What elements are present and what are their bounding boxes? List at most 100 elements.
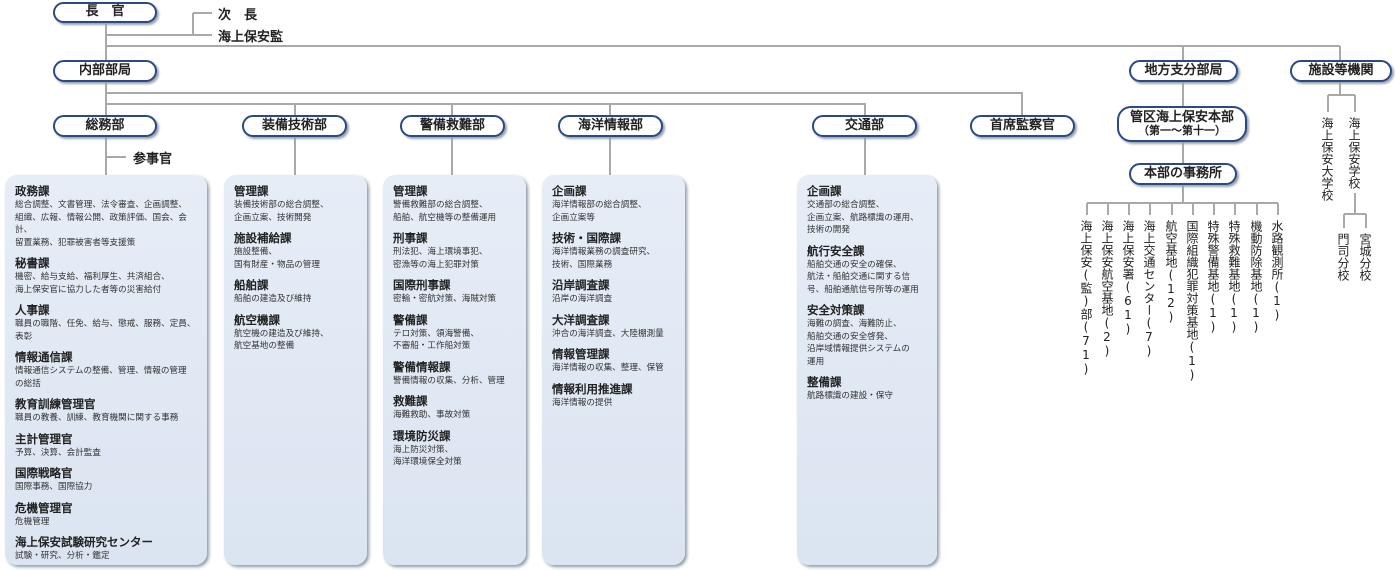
section-description: 職員の教養、訓練、教育機関に関する事務 [15, 413, 179, 423]
hq-offices-label: 本部の事務所 [1143, 165, 1222, 181]
facilities-node: 施設等機関 [1290, 60, 1392, 82]
section-item: 教育訓練管理官職員の教養、訓練、教育機関に関する事務 [15, 397, 199, 425]
section-description: 海洋情報業務の調査研究、 技術、国際業務 [552, 247, 656, 270]
section-item: 人事課職員の職階、任免、給与、懲戒、服務、定員、表彰 [15, 303, 199, 343]
section-title: 危機管理官 [15, 500, 73, 515]
section-item: 危機管理官危機管理 [15, 501, 199, 529]
branch-label: 門司分校 [1336, 233, 1350, 281]
department-node: 首席監察官 [970, 115, 1075, 137]
regional-hq-node: 管区海上保安本部 （第一～第十一） [1117, 106, 1247, 142]
section-title: 救難課 [393, 394, 428, 408]
section-title: 安全対策課 [807, 303, 865, 317]
section-description: 装備技術部の総合調整、 企画立案、技術開発 [234, 200, 329, 223]
section-description: 刑法犯、海上環境事犯、 密漁等の海上犯罪対策 [393, 247, 488, 270]
section-item: 国際戦略官国際事務、国際協力 [15, 466, 199, 494]
chief-label: 長 官 [85, 4, 125, 20]
section-item: 航行安全課船舶交通の安全の確保、 航法・船舶交通に関する信 号、船舶通航信号所等… [807, 244, 929, 297]
section-item: 技術・国際課海洋情報業務の調査研究、 技術、国際業務 [552, 231, 677, 271]
section-title: 沿岸調査課 [552, 278, 610, 292]
department-sections-box: 政務課総合調整、文書管理、法令審査、企画調整、 組織、広報、情報公開、政策評価、… [5, 175, 207, 565]
section-item: 企画課海洋情報部の総合調整、 企画立案等 [552, 184, 677, 224]
branch-label: 宮城分校 [1358, 233, 1372, 281]
section-title: 人事課 [15, 303, 50, 317]
section-item: 環境防災課海上防災対策、 海洋環境保全対策 [393, 429, 518, 469]
department-name: 交通部 [844, 117, 884, 133]
office-label: 特殊救難基地(1) [1227, 220, 1241, 334]
department-node: 装備技術部 [242, 115, 347, 137]
section-item: 刑事課刑法犯、海上環境事犯、 密漁等の海上犯罪対策 [393, 231, 518, 271]
department-sections-box: 企画課海洋情報部の総合調整、 企画立案等技術・国際課海洋情報業務の調査研究、 技… [542, 175, 685, 565]
section-description: 危機管理 [15, 516, 50, 527]
department-name: 警備救難部 [419, 117, 485, 133]
section-title: 情報通信課 [15, 350, 73, 364]
office-label: 国際組織犯罪対策基地(1) [1185, 220, 1199, 382]
section-title: 船舶課 [234, 278, 269, 292]
section-description: 海上防災対策、 海洋環境保全対策 [393, 444, 462, 468]
office-label: 海上交通センター(7) [1142, 220, 1156, 358]
section-item: 海上保安試験研究センター試験・研究、分析・鑑定 [15, 535, 199, 563]
section-title: 施設補給課 [234, 231, 292, 245]
section-item: 沿岸調査課沿岸の海洋調査 [552, 278, 677, 306]
section-item: 整備課航路標識の建設・保守 [807, 375, 929, 403]
office-label: 特殊警備基地(1) [1206, 220, 1220, 334]
section-description: 海洋情報の収集、整理、保管 [552, 363, 664, 373]
section-title: 環境防災課 [393, 428, 451, 443]
department-sections-box: 企画課交通部の総合調整、 企画立案、航路標識の運用、 技術の開発航行安全課船舶交… [797, 175, 937, 565]
section-item: 国際刑事課密輸・密航対策、海賊対策 [393, 278, 518, 306]
office-label: 航空基地(12) [1164, 220, 1178, 324]
section-description: 施設整備、 国有財産・物品の管理 [234, 247, 320, 270]
section-title: 企画課 [807, 184, 842, 198]
office-label: 海上保安航空基地(2) [1100, 220, 1114, 358]
section-title: 企画課 [552, 184, 587, 198]
section-description: 職員の職階、任免、給与、懲戒、服務、定員、表彰 [15, 319, 196, 342]
academy-label: 海上保安大学校 [1320, 117, 1334, 201]
section-title: 航空機課 [234, 312, 280, 327]
section-item: 安全対策課海難の調査、海難防止、 船舶交通の安全啓発、 沿岸域情報提供システムの… [807, 303, 929, 368]
section-title: 警備情報課 [393, 359, 451, 374]
regional-bureaus-label: 地方支分部局 [1144, 62, 1223, 78]
section-description: 沿岸の海洋調査 [552, 294, 613, 304]
section-item: 救難課海難救助、事故対策 [393, 394, 518, 422]
school-label: 海上保安学校 [1347, 117, 1361, 189]
section-title: 整備課 [807, 375, 842, 389]
section-title: 管理課 [234, 184, 269, 198]
section-title: 国際刑事課 [393, 278, 451, 292]
department-node: 海洋情報部 [558, 115, 663, 137]
section-description: 船舶の建造及び維持 [234, 294, 312, 304]
section-title: 技術・国際課 [552, 231, 621, 245]
section-item: 企画課交通部の総合調整、 企画立案、航路標識の運用、 技術の開発 [807, 184, 929, 237]
facilities-label: 施設等機関 [1308, 62, 1374, 78]
section-item: 大洋調査課沖合の海洋調査、大陸棚測量 [552, 313, 677, 341]
section-title: 秘書課 [15, 256, 50, 270]
section-description: 予算、決算、会計監査 [15, 447, 101, 458]
department-node: 総務部 [53, 115, 157, 137]
section-item: 警備情報課警備情報の収集、分析、管理 [393, 360, 518, 388]
section-description: 船舶交通の安全の確保、 航法・船舶交通に関する信 号、船舶通航信号所等の運用 [807, 259, 919, 295]
section-title: 情報利用推進課 [552, 381, 633, 396]
section-item: 政務課総合調整、文書管理、法令審査、企画調整、 組織、広報、情報公開、政策評価、… [15, 184, 199, 249]
section-item: 情報利用推進課海洋情報の提供 [552, 382, 677, 410]
internal-bureaus-label: 内部部局 [78, 62, 131, 78]
office-label: 機動防除基地(1) [1249, 220, 1263, 334]
department-name: 首席監察官 [989, 117, 1055, 133]
section-description: 海洋情報の提供 [552, 397, 613, 408]
councilor-label: 参事官 [133, 152, 173, 167]
section-title: 管理課 [393, 184, 428, 198]
regional-bureaus-node: 地方支分部局 [1129, 60, 1238, 82]
section-description: 機密、給与支給、福利厚生、共済組合、 海上保安官に協力した者等の災害給付 [15, 272, 170, 295]
department-sections-box: 管理課装備技術部の総合調整、 企画立案、技術開発施設補給課施設整備、 国有財産・… [224, 175, 367, 565]
section-title: 大洋調査課 [552, 312, 610, 327]
section-description: 密輸・密航対策、海賊対策 [393, 294, 497, 304]
section-description: 情報通信システムの整備、管理、情報の管理 の総括 [15, 366, 187, 389]
regional-hq-sub: （第一～第十一） [1138, 124, 1226, 138]
department-node: 警備救難部 [400, 115, 505, 137]
department-name: 装備技術部 [261, 117, 327, 133]
section-item: 管理課装備技術部の総合調整、 企画立案、技術開発 [234, 184, 359, 224]
section-title: 情報管理課 [552, 347, 610, 361]
commandant-label: 海上保安監 [218, 30, 284, 45]
office-label: 水路観測所(1) [1270, 220, 1284, 322]
section-description: 総合調整、文書管理、法令審査、企画調整、 組織、広報、情報公開、政策評価、国会、… [15, 200, 187, 248]
section-description: 海難救助、事故対策 [393, 410, 471, 420]
chief-node: 長 官 [53, 2, 157, 23]
section-item: 航空機課航空機の建造及び維持、 航空基地の整備 [234, 313, 359, 353]
